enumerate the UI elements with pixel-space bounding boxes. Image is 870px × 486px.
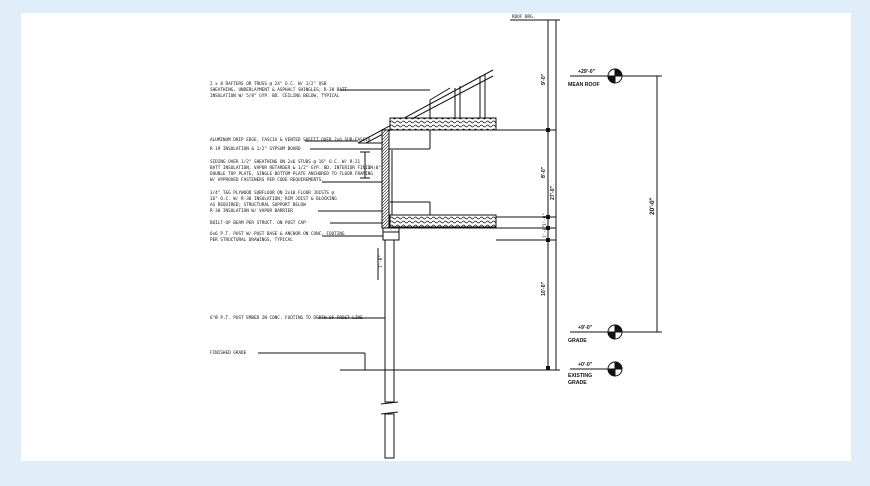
note-beam: BUILT-UP BEAM PER STRUCT. ON POST CAP [210, 220, 306, 226]
note-grade: FINISHED GRADE [210, 350, 247, 356]
dim-seg-mid: 8'-0" [541, 166, 547, 178]
note-roof-1: 2 x 8 RAFTERS OR TRUSS @ 24" O.C. W/ 1/2… [210, 81, 327, 87]
dim-overall-right: 20'-0" [649, 197, 656, 215]
elevation-marker-grade [570, 324, 623, 340]
note-roof-3: INSULATION W/ 5/8" GYP. BD. CEILING BELO… [210, 93, 340, 99]
ceiling-insulation [389, 117, 497, 131]
note-eave: ALUMINUM DRIP EDGE, FASCIA & VENTED SOFF… [210, 137, 371, 143]
note-footing: 6"Ø P.T. POST EMBED IN CONC. FOOTING TO … [210, 314, 363, 321]
dim-total-left: 27'-0" [550, 185, 556, 200]
drawing-sheet [21, 13, 851, 461]
note-roof-2: SHEATHING, UNDERLAYMENT & ASPHALT SHINGL… [210, 87, 348, 93]
post-break-1 [380, 401, 399, 405]
dim-seg-lower: 10'-0" [541, 281, 547, 296]
note-floor-1: 3/4" T&G PLYWOOD SUBFLOOR ON 2x10 FLOOR … [210, 190, 335, 196]
floor-insulation [389, 214, 497, 228]
note-floor-4: R-30 INSULATION W/ VAPOR BARRIER [210, 208, 293, 214]
elev-existing-value: +0'-0" [578, 362, 593, 368]
note-floor-2: 16" O.C. W/ R-30 INSULATION; RIM JOIST &… [210, 196, 337, 202]
dim-post-label: 1'-0" [378, 255, 384, 268]
note-wall-2: BATT INSULATION, VAPOR RETARDER & 1/2" G… [210, 165, 376, 171]
elev-existing-line2: GRADE [568, 380, 587, 386]
elev-grade-label: GRADE [568, 338, 587, 344]
support-post-below [384, 413, 395, 459]
note-wall-insul: R-19 INSULATION & 1/2" GYPSUM BOARD [210, 146, 301, 152]
elev-roof-label: MEAN ROOF [568, 82, 600, 88]
elev-grade-value: +9'-0" [578, 325, 593, 331]
note-post-2: PER STRUCTURAL DRAWINGS, TYPICAL [210, 237, 293, 243]
elev-existing-line1: EXISTING [568, 373, 592, 379]
dim-tiny-1: 1'-0" [542, 213, 548, 226]
elev-roof-value: +29'-0" [578, 69, 596, 75]
support-post [384, 239, 395, 403]
note-floor-3: AS REQUIRED; STRUCTURAL SUPPORT BELOW [210, 202, 306, 208]
dim-eave-label: 2'-0" [368, 165, 381, 171]
dim-seg-upper: 9'-0" [541, 73, 547, 85]
roof-slope-top [429, 87, 451, 101]
roof-rafter-line [357, 69, 494, 144]
note-post-1: 6x6 P.T. POST W/ POST BASE & ANCHOR ON C… [210, 231, 345, 237]
elevation-marker-existing [570, 361, 623, 377]
note-wall-1: SIDING OVER 1/2" SHEATHING ON 2x6 STUDS … [210, 159, 360, 165]
note-wall-4: W/ APPROVED FASTENERS PER CODE REQUIREME… [210, 177, 324, 183]
exterior-wall [381, 129, 390, 229]
beam [382, 227, 400, 241]
dim-top-ref: ROOF BRG. [512, 14, 535, 20]
dim-tiny-2: 1'-0" [542, 225, 548, 238]
post-break-2 [380, 411, 399, 415]
note-wall-3: DOUBLE TOP PLATE, SINGLE BOTTOM PLATE AN… [210, 171, 373, 177]
elevation-marker-roof [570, 68, 623, 84]
